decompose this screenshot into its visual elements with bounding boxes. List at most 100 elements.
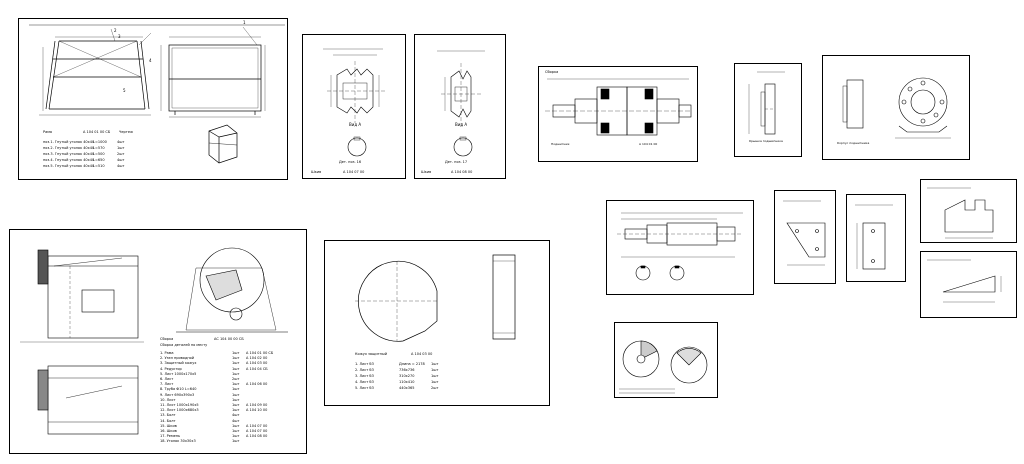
plate-1-drawing [783,200,826,266]
spec-ref: А 104 07 00 [246,423,268,428]
spec-subtitle: Сборка деталей по месту [160,343,208,347]
sheet-pulley-2[interactable]: Вид А Дет. поз. 17 Шкив А 104 08 00 [414,34,506,179]
spec-qty: 1шт [232,403,240,407]
spec-qty: 1шт [232,371,240,376]
spec-ref: А 104 06 00 [246,382,268,387]
sheet-bearing-housing[interactable]: Корпус подшипника [822,55,970,160]
cover-item: 3. Лист б3 [355,374,374,378]
spec-item: 11. Лист 1000х190х5 [160,403,199,407]
spec-ref: А 104 04 СБ [246,366,268,371]
disk-drawing [619,340,708,394]
stamp-code: А 104 07 00 [343,170,365,174]
sheet-protective-cover[interactable]: Кожух защитный А 104 03 00 1. Лист б3 Дли… [324,240,550,406]
spec-qty: 1шт [232,382,240,387]
view-a-label: Вид А [455,122,468,127]
sheet-plate-2[interactable] [846,194,906,282]
sheet-plate-1[interactable] [774,190,836,284]
cover-item: 1. Лист б3 [355,362,374,366]
sheet-shaft[interactable] [606,200,754,295]
sheet-main-assembly[interactable]: Сборка АС 104 00 00 СБ Сборка деталей по… [9,229,307,454]
spec-item: 4. Редуктор [160,366,182,371]
cover-dim: Длина = 2178 [399,362,425,366]
cover-qty: 2шт [431,386,439,390]
frame-spec-table: Рама А 104 01 00 СБ Чертеж поз.1. Гнутый… [43,130,153,181]
sheet-frame[interactable]: 1 2 3 4 5 Рама А 104 01 00 СБ Чертеж поз… [18,18,288,180]
cover-qty: 1шт [431,368,439,372]
spec-item: 17. Ремень [160,434,181,439]
callout-4: 4 [149,58,152,63]
cover-dim: 440х365 [399,386,415,390]
spec-item: 16. Шкив [160,429,177,433]
frame-spec-note: Чертеж [119,130,134,134]
spec-code: АС 104 00 00 СБ [214,337,244,341]
frame-row-name: поз.3. Гнутый уголок 40х40 [43,152,95,156]
frame-row-len: L=650 [93,158,105,162]
bearing-cover-drawing [748,71,785,135]
shaft-assembly-drawing [545,78,692,136]
cover-qty: 1шт [431,374,439,378]
spec-qty: 1шт [232,423,240,428]
detail-label: Дет. поз. 16 [339,160,362,164]
sheet-wedge[interactable] [920,251,1017,318]
spec-item: 10. Лист [160,397,176,402]
bearing-cover-title: Крышка подшипника [749,139,783,143]
bearing-housing-title: Корпус подшипника [837,141,870,145]
frame-row-name: поз.1. Гнутый уголок 40х40 [43,140,95,144]
sheet-shaft-assembly[interactable]: Сборка Подшипник А 104 01 00 [538,66,698,162]
main-assembly-drawing [20,247,288,435]
callout-2: 2 [114,28,117,33]
stamp-code: А 104 08 00 [451,170,473,174]
cover-qty: 1шт [431,362,439,366]
frame-row-len: L=570 [93,146,105,150]
frame-row-qty: 1шт [117,146,125,150]
assembly-code: А 104 01 00 [639,142,658,146]
spec-item: 15. Шкив [160,423,177,428]
frame-row-len: L=510 [93,164,105,168]
spec-qty: 1шт [232,429,240,433]
frame-row-name: поз.2. Гнутый уголок 40х40 [43,146,95,150]
frame-row-len: L=1000 [93,140,107,144]
spec-qty: 1шт [232,392,240,397]
frame-row-name: поз.4. Гнутый уголок 40х40 [43,158,95,162]
spec-qty: 1шт [232,361,240,366]
pulley-1-drawing [323,48,385,157]
cover-spec-title: Кожух защитный [355,352,387,356]
spec-item: 8. Труба Ф10 L=640 [160,387,197,392]
spec-qty: 1шт [232,387,240,392]
sheet-disk[interactable] [614,322,718,398]
frame-row-qty: 4шт [117,164,125,168]
spec-ref: А 104 03 00 [246,361,268,366]
spec-qty: 2шт [232,377,240,381]
sheet-pulley-1[interactable]: Вид А Дет. поз. 16 Шкив А 104 07 00 [302,34,406,179]
callout-3: 3 [118,34,121,39]
bracket-drawing [927,187,994,239]
detail-label: Дет. поз. 17 [445,160,468,164]
cover-dim: 736х736 [399,368,415,372]
cover-item: 2. Лист б3 [355,368,374,372]
spec-item: 7. Лист [160,382,174,387]
plate-2-drawing [855,204,893,270]
spec-item: 9. Лист 690х390х3 [160,392,195,397]
cover-dim: 310х270 [399,374,415,378]
pulley-2-drawing [437,50,485,157]
spec-qty: 1шт [232,397,240,402]
cover-item: 4. Лист б3 [355,380,374,384]
spec-item: 12. Лист 1000х680х3 [160,408,199,413]
spec-ref: А 104 07 00 [246,429,268,433]
sheet-bearing-cover[interactable]: Крышка подшипника [734,63,802,157]
spec-ref: А 104 08 00 [246,434,268,439]
spec-item: 2. Узел приводной [160,356,195,361]
cover-qty: 1шт [431,380,439,384]
sheet-bracket[interactable] [920,179,1017,243]
spec-ref: А 104 02 00 [246,356,268,361]
callout-1: 1 [243,20,246,25]
spec-item: 14. Болт [160,418,176,423]
stamp-title: Шкив [421,170,432,174]
spec-title: Сборка [160,337,174,341]
assembly-spec: Подшипник [551,142,570,146]
spec-qty: 4шт [232,418,240,423]
spec-ref: А 104 10 00 [246,408,268,413]
spec-item: 18. Уголок 30х30х3 [160,439,196,444]
cover-spec-code: А 104 03 00 [411,352,433,356]
